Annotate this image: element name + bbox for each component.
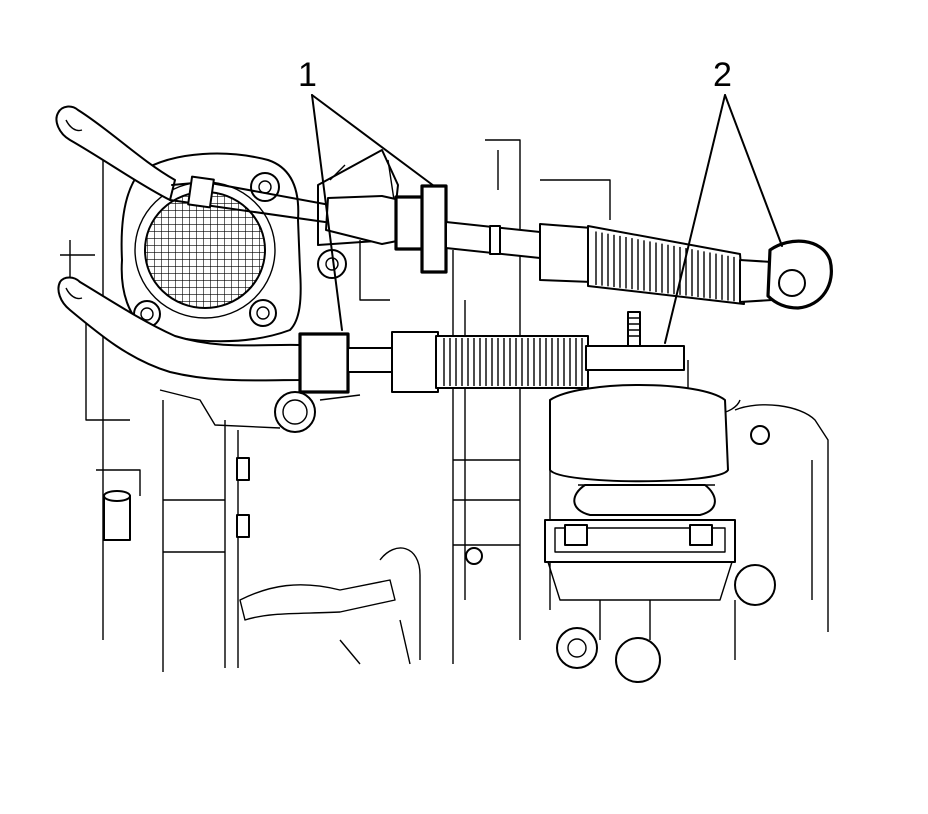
callout-2-leaders [664, 94, 783, 344]
callout-1-leaders [311, 94, 435, 331]
upper-shift-cable [55, 105, 833, 310]
callout-label-1: 1 [298, 56, 317, 94]
engine-casting [60, 139, 829, 683]
lower-shift-cable [57, 276, 685, 394]
callout-label-2: 2 [713, 56, 732, 94]
